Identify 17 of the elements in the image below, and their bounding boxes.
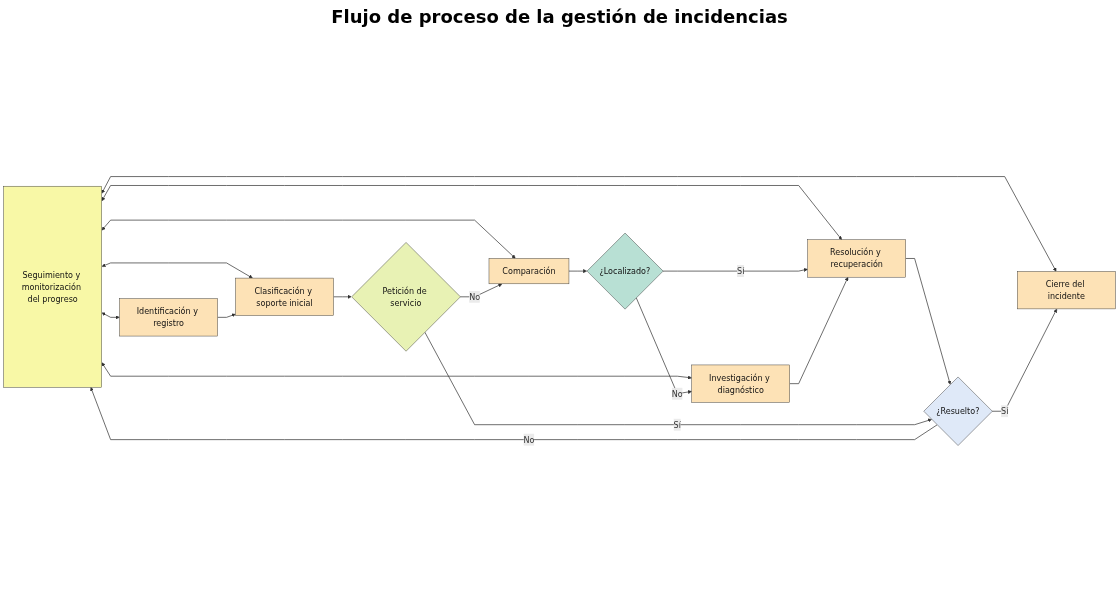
node-diamond: ¿Localizado? (586, 233, 664, 310)
node-box: Comparación (488, 258, 570, 285)
edge-label: No (469, 292, 481, 302)
node-box: Resolución y recuperación (807, 239, 906, 278)
node-diamond: Petición de servicio (351, 242, 461, 352)
diagram-title: Flujo de proceso de la gestión de incidencias (330, 6, 789, 27)
edge-label: Sí (1001, 406, 1009, 417)
node-box: Seguimiento y monitorización del progreso (3, 186, 102, 388)
node-box: Cierre del incidente (1017, 271, 1116, 310)
edge-label: Sí (673, 420, 681, 430)
node-box: Clasificación y soporte inicial (235, 278, 334, 317)
edge-label: No (523, 435, 535, 445)
edge-label: No (671, 389, 683, 399)
edge-label: Sí (737, 266, 745, 277)
node-box: Identificación y registro (119, 298, 218, 337)
node-box: Investigación y diagnóstico (691, 365, 790, 403)
node-diamond: ¿Resuelto? (923, 377, 993, 447)
